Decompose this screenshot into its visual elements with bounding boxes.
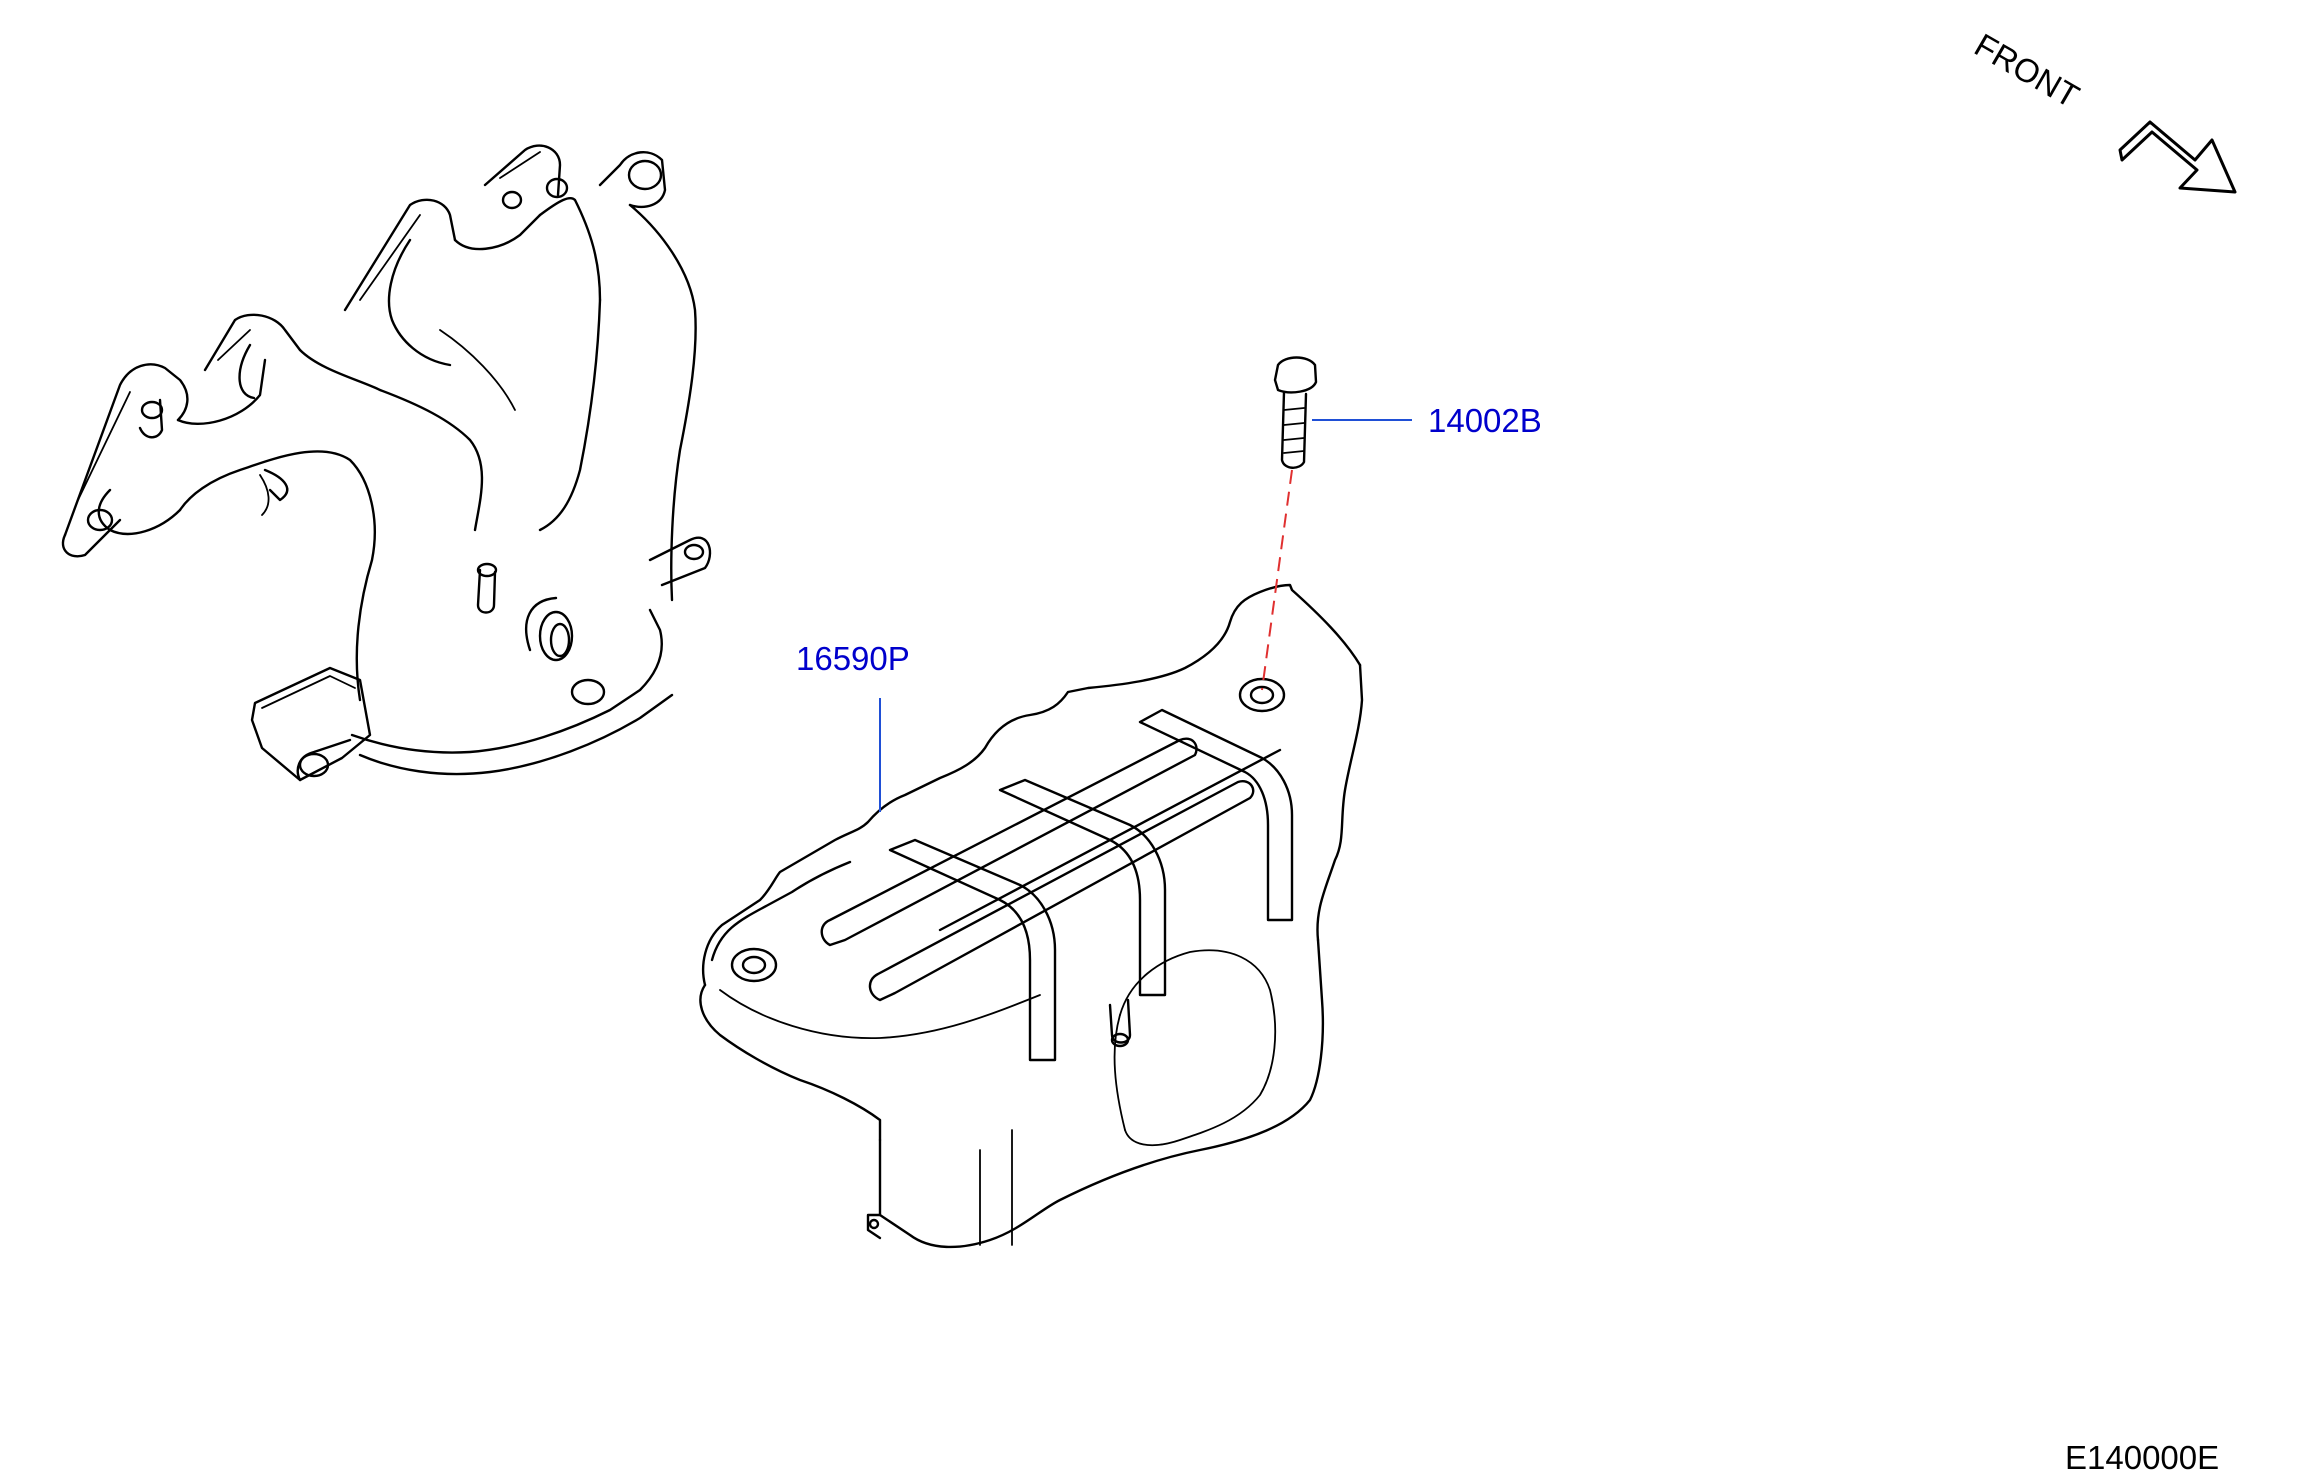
front-label: FRONT (1969, 26, 2086, 115)
arrow-down-right-icon (2118, 120, 2237, 194)
bolt-part-label[interactable]: 14002B (1428, 402, 1542, 439)
heat-insulator (699, 583, 1364, 1249)
bolt-alignment-line (1261, 469, 1293, 691)
exhaust-manifold (61, 144, 712, 782)
diagram-code: E140000E (2065, 1439, 2219, 1476)
heat-insulator-part-label[interactable]: 16590P (796, 640, 910, 677)
bolt (1273, 356, 1318, 469)
